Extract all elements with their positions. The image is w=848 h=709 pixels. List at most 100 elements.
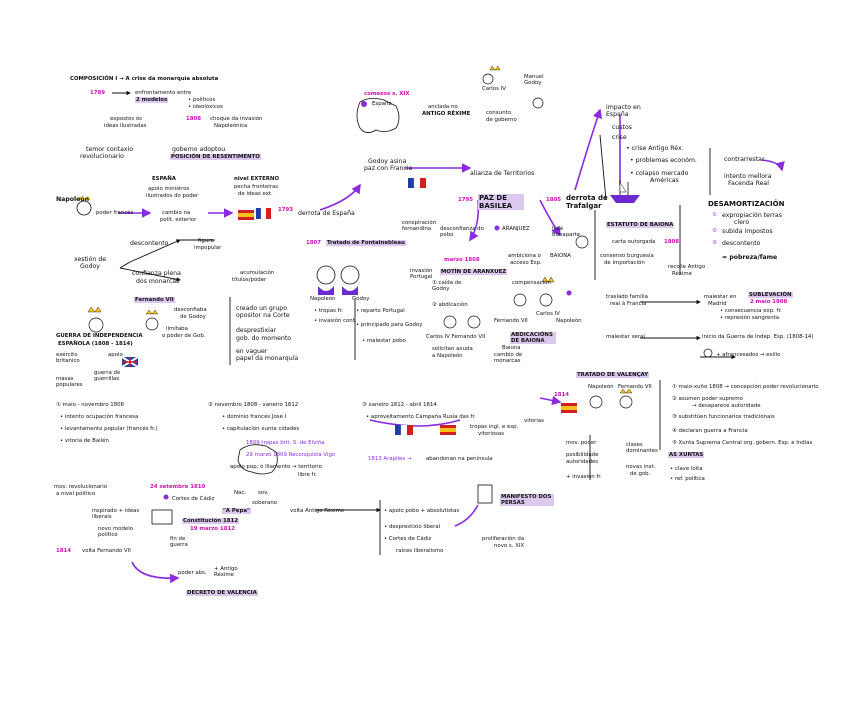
note-text: volta Antigo Réxime: [290, 508, 344, 514]
note-text: ① maio-xuño 1808 → concepción poder revo…: [672, 384, 819, 390]
note-text: MANIFESTO DOS PERSAS: [500, 494, 554, 506]
note-text: papel da monarquía: [236, 355, 298, 362]
note-text: • capitulación xunta cidades: [222, 426, 299, 432]
note-text: desprestixiar: [236, 327, 276, 334]
note-text: ④ declaran guerra a Francia: [672, 428, 748, 434]
link-line: [600, 135, 606, 200]
year-label: 1789: [90, 90, 105, 96]
note-text: • reparto Portugal: [356, 308, 405, 314]
note-text: ESPAÑOLA (1808 - 1814): [58, 341, 133, 347]
year-label: 1807: [306, 240, 321, 246]
note-text: polít. exterior: [160, 217, 196, 223]
note-text: carta outorgada: [612, 239, 655, 245]
note-text: soberano: [252, 500, 277, 506]
year-label: 1814: [554, 392, 569, 398]
note-text: Fernando VII: [494, 318, 528, 324]
note-text: + invasión fr.: [566, 474, 602, 480]
year-label: 1808: [186, 116, 201, 122]
note-text: nivel EXTERNO: [234, 176, 279, 182]
link-line: [762, 160, 782, 170]
note-text: • consecuencia exp. fr.: [720, 308, 782, 314]
note-text: fin de guerra: [170, 536, 200, 548]
note-text: Tratado de Fontainebleau: [326, 240, 406, 246]
note-text: pecha fronteiras: [234, 184, 278, 190]
note-text: • malestar pobo: [362, 338, 406, 344]
note-text: POSICIÓN DE RESENTIMENTO: [170, 154, 261, 160]
note-text: Nac.: [234, 490, 246, 496]
note-text: • invasión cont.: [314, 318, 357, 324]
note-text: 2 modelos: [135, 97, 168, 103]
note-text: sov.: [258, 490, 269, 496]
note-text: volta Fernando VII: [82, 548, 131, 554]
note-text: masas populares: [56, 376, 90, 388]
note-text: autoridades: [566, 459, 598, 465]
note-text: SUBLEVACIÓN: [748, 292, 793, 298]
note-text: ANTIGO RÉXIME: [422, 111, 470, 117]
note-text: acceso Esp.: [510, 260, 542, 266]
note-text: José Bonaparte: [552, 226, 580, 238]
note-text: ② asumen poder supremo: [672, 396, 743, 402]
note-text: • colapso mercado: [630, 170, 688, 177]
note-text: ESTATUTO DE BAIONA: [606, 222, 674, 228]
note-text: • Cortes de Cádiz: [384, 536, 431, 542]
note-text: confianza plena: [132, 270, 181, 277]
note-text: Napoleón: [556, 318, 582, 324]
note-text: AS XUNTAS: [668, 452, 704, 458]
note-text: a nivel político: [56, 491, 95, 497]
note-text: 29 marzo 1809 Reconquista Vigo: [246, 452, 335, 458]
note-text: Godoy: [352, 296, 369, 302]
note-text: DECRETO DE VALENCIA: [186, 590, 258, 596]
note-text: desconfianza do pobo: [440, 226, 484, 238]
year-label: comezos s. XIX: [364, 91, 410, 97]
note-text: temor contaxio: [86, 146, 133, 153]
note-text: Manuel Godoy: [524, 74, 548, 86]
note-text: GUERRA DE INDEPENDENCIA: [56, 333, 143, 339]
note-text: • apoio pobo + absolutistas: [384, 508, 459, 514]
note-text: raíces liberalismo: [396, 548, 443, 554]
note-text: • represión sangrenta: [720, 315, 779, 321]
note-text: invasión Portugal: [410, 268, 440, 280]
note-text: = pobreza/fame: [722, 254, 777, 261]
note-text: España: [372, 101, 392, 107]
note-text: → desaparece autoridade: [692, 403, 761, 409]
note-text: Madrid: [708, 301, 727, 307]
note-text: mov. poder: [566, 440, 596, 446]
note-text: ⑤ Xunta Suprema Central org. gobern. Esp…: [672, 440, 822, 446]
note-text: ① caída de Godoy: [432, 280, 472, 292]
note-text: desconfiaba: [174, 307, 207, 313]
note-text: en vaguer: [236, 348, 267, 355]
note-text: + Antigo Réxime: [214, 566, 248, 578]
note-text: consenso burguesía: [600, 253, 654, 259]
note-text: • problemas económ.: [630, 157, 697, 164]
note-text: tropas ingl. e esp.: [470, 424, 518, 430]
note-text: xestión de: [74, 256, 106, 263]
note-text: goberno adoptou: [172, 146, 225, 153]
note-text: • aproveitamento Campaña Rusia das fr.: [366, 414, 476, 420]
note-text: ③ xaneiro 1812 - abril 1814: [362, 402, 437, 408]
note-text: figura: [198, 238, 214, 244]
year-label: 1814: [56, 548, 71, 554]
note-text: apoio pop. ó lllamento → territorio: [230, 464, 322, 470]
note-text: real á Francia: [610, 301, 646, 307]
note-text: ② abdicación: [432, 302, 468, 308]
note-text: • crise Antigo Réx.: [626, 145, 684, 152]
note-text: Napoleón: [588, 384, 614, 390]
note-text: • ideolóxicos: [188, 104, 223, 110]
note-text: revolucionario: [80, 153, 124, 160]
note-text: cambio de monarcas: [494, 352, 534, 364]
year-label: 19 marzo 1812: [190, 526, 235, 532]
note-text: ③ substitúen funcionarios tradicionais: [672, 414, 775, 420]
note-text: Napoleón: [310, 296, 336, 302]
note-text: inspirado + ideas liberais: [92, 508, 142, 520]
note-text: • tropas fr.: [314, 308, 343, 314]
note-text: intento mellora: [724, 173, 771, 180]
note-text: TRATADO DE VALENÇAY: [576, 372, 649, 378]
note-text: Godoy asina: [368, 158, 406, 165]
note-text: acumulación: [240, 270, 274, 276]
note-text: recolle Antigo: [668, 264, 705, 270]
note-text: Fernando VII: [618, 384, 652, 390]
note-text: solicitan axuda: [432, 346, 473, 352]
link-line: [132, 562, 178, 578]
note-text: expropiación terras: [722, 212, 782, 219]
note-text: alianza de Territorios: [470, 170, 534, 177]
